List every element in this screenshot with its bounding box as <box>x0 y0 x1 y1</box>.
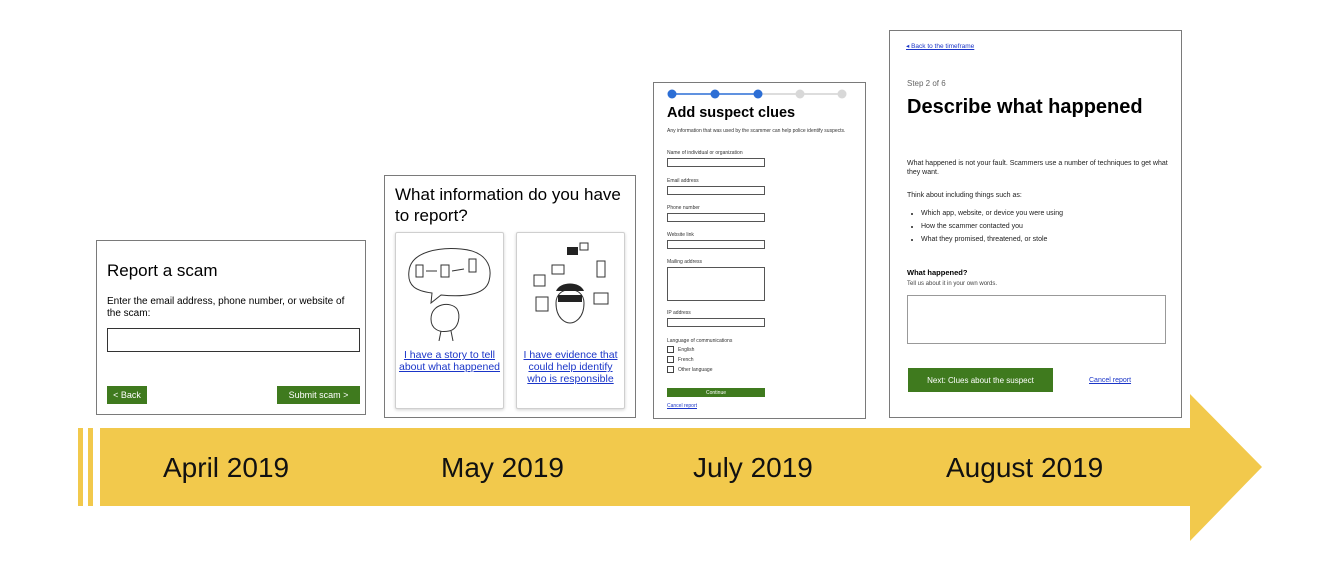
field-label: Email address <box>667 178 699 184</box>
card-title: Describe what happened <box>907 96 1143 118</box>
phone-input[interactable] <box>667 213 765 222</box>
card-title: Report a scam <box>107 261 218 280</box>
checkbox-label: French <box>678 357 694 363</box>
option-evidence[interactable]: I have evidence that could help identify… <box>516 232 625 409</box>
step-dot <box>667 89 677 99</box>
scam-input[interactable] <box>107 328 360 352</box>
list-item: Which app, website, or device you were u… <box>921 207 1063 220</box>
list-item: How the scammer contacted you <box>921 220 1063 233</box>
what-happened-textarea[interactable] <box>907 295 1166 344</box>
option-story[interactable]: I have a story to tell about what happen… <box>395 232 504 409</box>
step-indicator: Step 2 of 6 <box>907 79 946 88</box>
evidence-suspect-illustration-icon <box>533 242 609 324</box>
timeline-stripe <box>88 428 93 506</box>
card-title: What information do you have to report? <box>395 185 621 225</box>
english-checkbox[interactable] <box>667 346 674 353</box>
back-to-timeframe-link[interactable]: ◂ Back to the timeframe <box>906 43 975 50</box>
suspect-intro: Any information that was used by the sca… <box>667 128 846 134</box>
next-clues-button[interactable]: Next: Clues about the suspect <box>908 368 1053 392</box>
timeline-stripe <box>78 428 83 506</box>
describe-intro: What happened is not your fault. Scammer… <box>907 160 1168 176</box>
field-label: Mailing address <box>667 259 703 265</box>
card-title: Add suspect clues <box>667 105 796 121</box>
ip-address-input[interactable] <box>667 318 765 327</box>
continue-button[interactable]: Continue <box>667 388 765 397</box>
back-button[interactable]: < Back <box>107 386 147 404</box>
field-label: IP address <box>667 310 691 316</box>
evidence-link[interactable]: I have evidence that could help identify… <box>523 349 618 385</box>
list-item: What they promised, threatened, or stole <box>921 233 1063 246</box>
name-input[interactable] <box>667 158 765 167</box>
timeline-label-april: April 2019 <box>163 452 290 483</box>
step-dot <box>710 89 720 99</box>
step-dot <box>837 89 847 99</box>
email-input[interactable] <box>667 186 765 195</box>
what-happened-label: What happened? <box>907 268 968 277</box>
submit-scam-button[interactable]: Submit scam > <box>277 386 360 404</box>
field-label: Name of individual or organization <box>667 150 743 156</box>
think-about-text: Think about including things such as: <box>907 192 1022 199</box>
card-august-describe-what-happened: ◂ Back to the timeframe Step 2 of 6 Desc… <box>889 30 1182 418</box>
field-label: Website link <box>667 232 694 238</box>
website-input[interactable] <box>667 240 765 249</box>
mailing-address-input[interactable] <box>667 267 765 301</box>
speech-bubble-illustration-icon <box>408 248 491 341</box>
story-link[interactable]: I have a story to tell about what happen… <box>399 349 501 373</box>
french-checkbox[interactable] <box>667 356 674 363</box>
card-july-suspect-clues: Add suspect clues Any information that w… <box>653 82 866 419</box>
timeline-label-july: July 2019 <box>693 452 813 483</box>
scam-prompt: Enter the email address, phone number, o… <box>107 296 345 319</box>
step-dot <box>795 89 805 99</box>
card-may-what-information: What information do you have to report? … <box>384 175 636 418</box>
checkbox-label: Other language <box>678 367 713 373</box>
cancel-report-link[interactable]: Cancel report <box>1089 377 1132 384</box>
timeline-label-may: May 2019 <box>441 452 564 483</box>
cancel-report-link[interactable]: Cancel report <box>667 403 698 409</box>
checkbox-label: English <box>678 347 695 353</box>
timeline-arrow-body <box>100 394 1262 541</box>
suggestion-list: Which app, website, or device you were u… <box>907 207 1063 246</box>
card-april-report-scam: Report a scam Enter the email address, p… <box>96 240 366 415</box>
timeline-label-august: August 2019 <box>946 452 1104 483</box>
step-progress-indicator <box>667 89 847 99</box>
other-language-checkbox[interactable] <box>667 366 674 373</box>
what-happened-hint: Tell us about it in your own words. <box>907 281 998 287</box>
language-label: Language of communications <box>667 338 733 344</box>
step-dot <box>753 89 763 99</box>
field-label: Phone number <box>667 205 700 211</box>
